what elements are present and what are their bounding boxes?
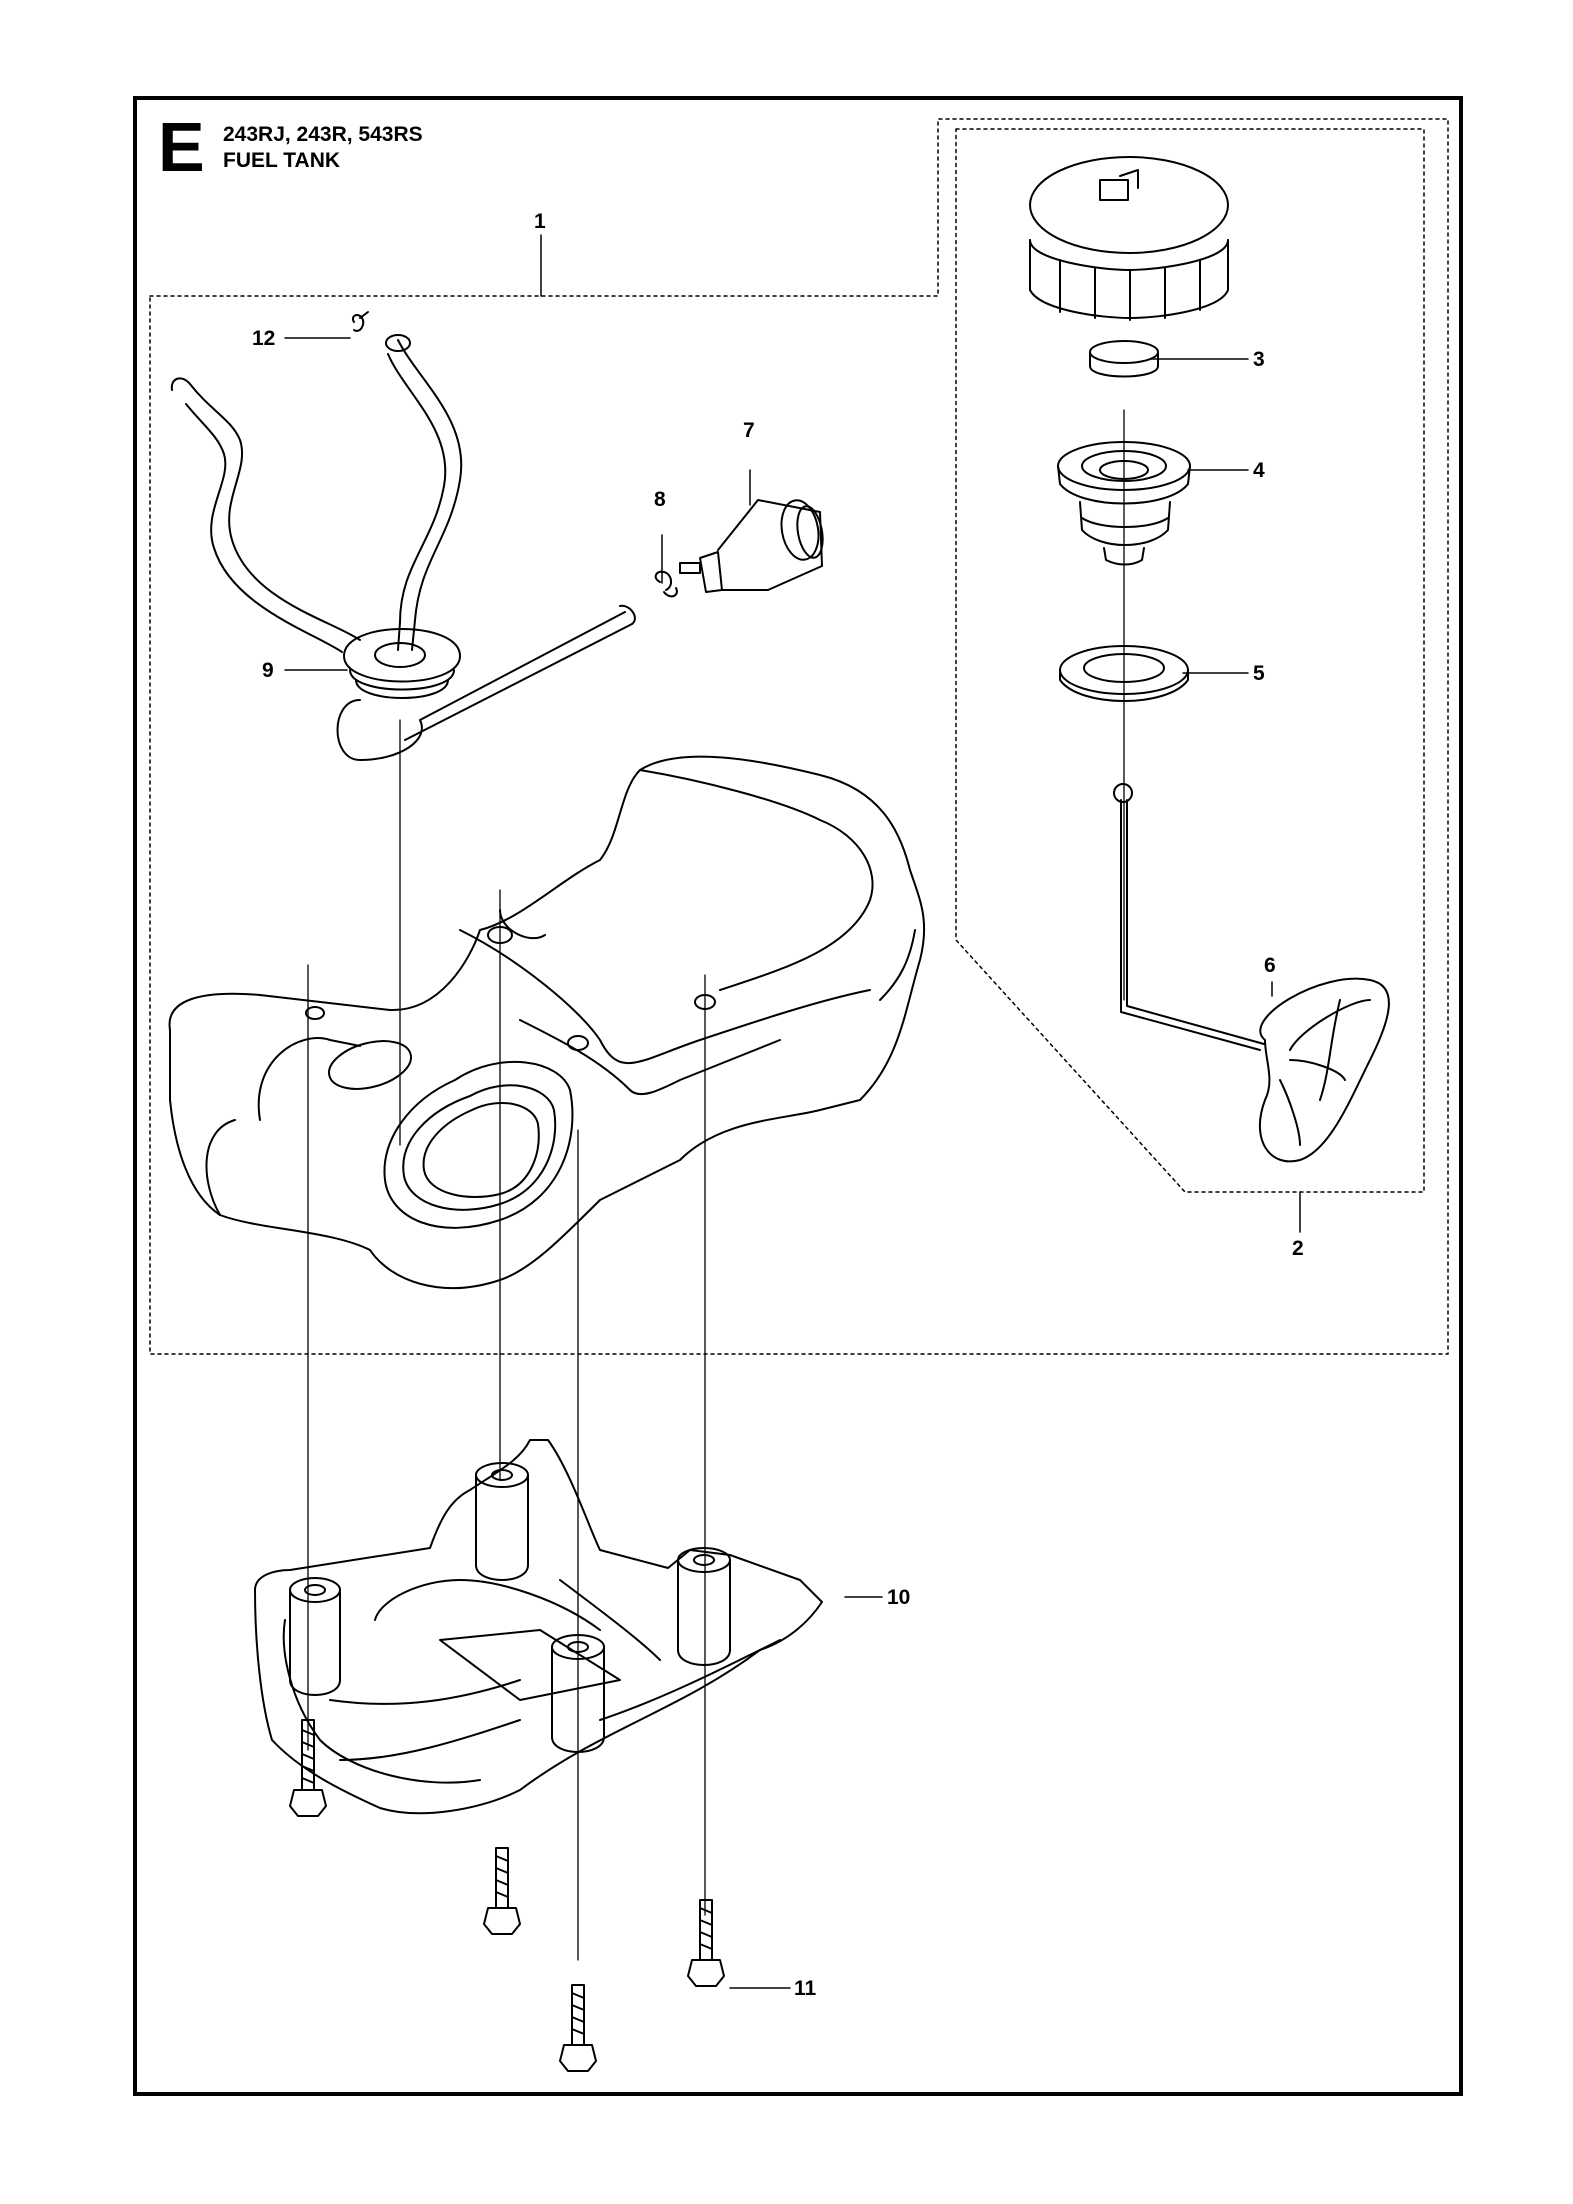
- filler-neck-4: [1057, 441, 1191, 566]
- fuel-cap: [1029, 156, 1229, 321]
- screw-b: [483, 1847, 521, 1935]
- hose-clamp-12: [352, 311, 369, 332]
- cap-gasket-3: [1089, 340, 1159, 378]
- callout-9: 9: [262, 659, 274, 682]
- callout-7: 7: [743, 419, 755, 442]
- leader-lines: [284, 337, 1273, 1989]
- washer-5: [1059, 645, 1189, 702]
- fuel-tank-body: [168, 755, 926, 1289]
- callout-8: 8: [654, 488, 666, 511]
- callout-12: 12: [252, 327, 276, 350]
- model-list: 243RJ, 243R, 543RS: [223, 123, 423, 146]
- diagram-title: FUEL TANK: [223, 149, 341, 172]
- diagram-frame: [133, 96, 1463, 2096]
- fuel-hose-assembly-9: [170, 334, 636, 761]
- section-letter: E: [158, 108, 205, 186]
- screw-a: [289, 1719, 327, 1817]
- callout-11: 11: [794, 1977, 817, 2000]
- callout-5: 5: [1253, 662, 1265, 685]
- tank-guard-10: [254, 1439, 823, 1815]
- callout-6: 6: [1264, 954, 1276, 977]
- cap-retainer-strap-6: [1113, 783, 1390, 1163]
- screws-11: [289, 1719, 725, 2072]
- fuel-filter-7: [679, 499, 824, 593]
- screw-c: [559, 1984, 597, 2072]
- screw-d: [687, 1899, 725, 1987]
- callout-10: 10: [887, 1586, 911, 1609]
- callout-4: 4: [1253, 459, 1265, 482]
- callout-2: 2: [1292, 1237, 1304, 1260]
- callout-1: 1: [534, 210, 546, 233]
- callout-3: 3: [1253, 348, 1265, 371]
- hose-clamp-8: [654, 570, 678, 598]
